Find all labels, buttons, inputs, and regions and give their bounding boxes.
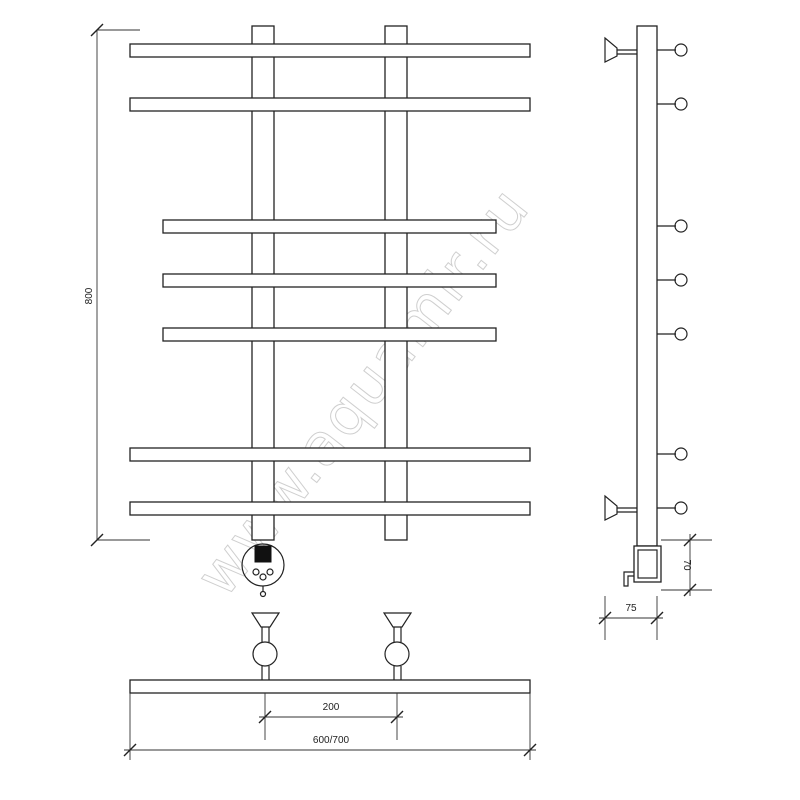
width-dimension: 600/700 — [123, 693, 537, 760]
rail-bar-4 — [162, 273, 497, 288]
side-heater-box — [623, 545, 662, 587]
rail-bar-2 — [129, 97, 531, 112]
side-wall-mount-top — [604, 36, 637, 63]
width-label: 600/700 — [313, 735, 350, 746]
watermark-text: www.aquamir.ru — [182, 174, 542, 609]
mount-spacing-dimension: 200 — [258, 693, 404, 740]
depth-dimension: 75 — [598, 596, 664, 640]
rail-bar-6 — [129, 447, 531, 462]
side-bar-ends — [657, 43, 688, 515]
side-view: 70 75 — [598, 25, 712, 640]
heater-height-dimension: 70 — [661, 533, 712, 597]
right-mount-top — [382, 612, 413, 680]
side-tube — [636, 25, 658, 547]
mount-spacing-label: 200 — [323, 702, 340, 713]
heater-control-unit — [241, 543, 285, 598]
front-view: 800 — [84, 23, 531, 598]
left-mount-top — [250, 612, 281, 680]
top-view: 200 600/700 — [123, 612, 537, 760]
rail-bar-1 — [129, 43, 531, 58]
rail-bar-7 — [129, 501, 531, 516]
top-view-bar — [129, 679, 531, 694]
rail-bar-5 — [162, 327, 497, 342]
height-dimension: 800 — [84, 23, 150, 547]
rail-bar-3 — [162, 219, 497, 234]
depth-label: 75 — [625, 603, 637, 614]
heater-height-label: 70 — [681, 559, 692, 571]
side-wall-mount-bottom — [604, 494, 637, 521]
height-label: 800 — [84, 287, 95, 304]
